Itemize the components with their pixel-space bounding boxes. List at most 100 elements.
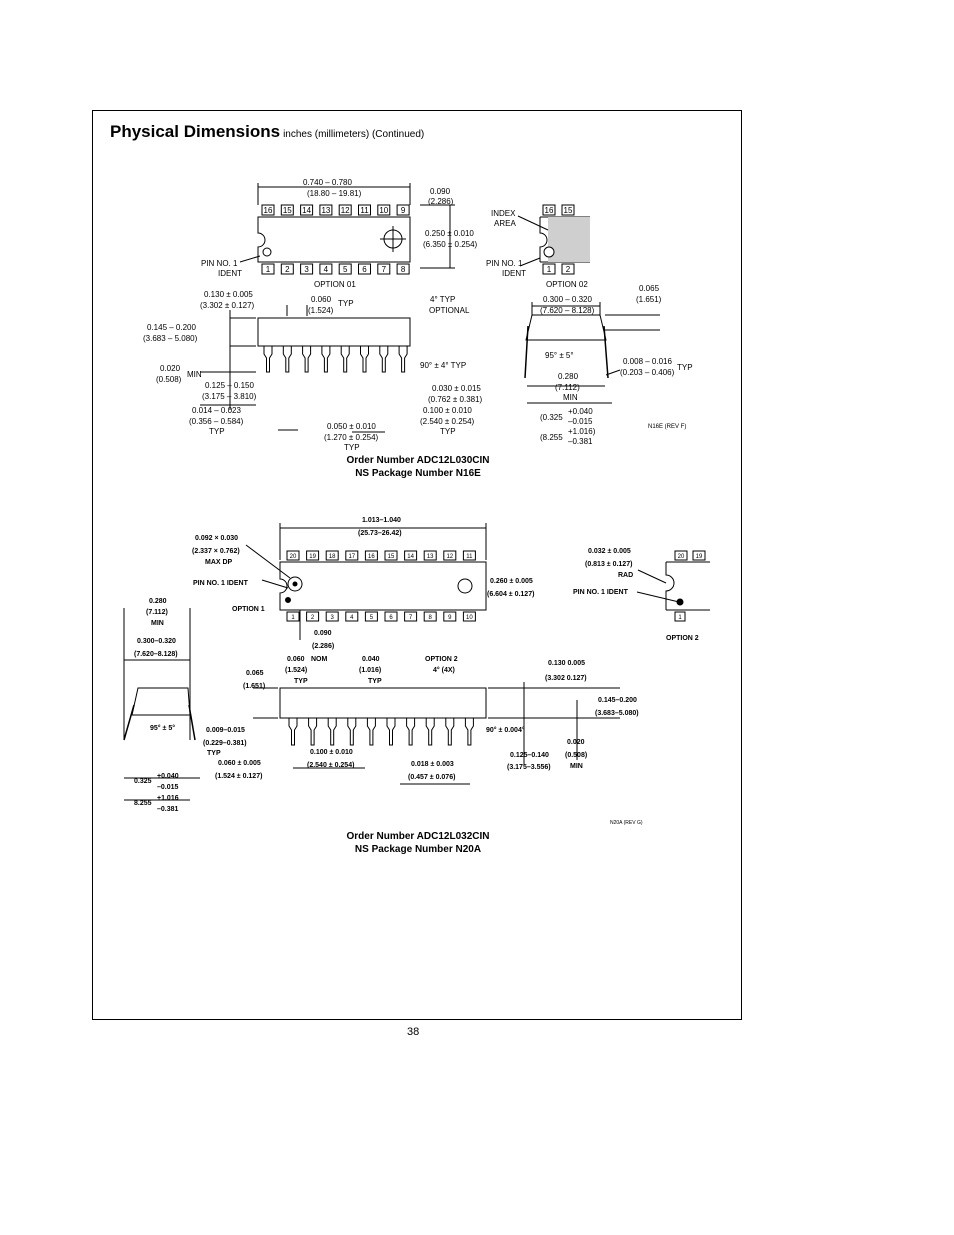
n16e-bottom-pin-label: 7 bbox=[382, 265, 387, 274]
n20a-dp-c: MAX DP bbox=[205, 559, 233, 566]
n20a-f9-in: 0.009–0.015 bbox=[206, 727, 245, 734]
n16e-d7-in: 0.014 – 0.023 bbox=[192, 406, 241, 415]
n16e-top-pin-box bbox=[280, 204, 294, 216]
n16e-order-block: Order Number ADC12L030CIN NS Package Num… bbox=[218, 454, 618, 480]
n16e-bottom-pin-label: 4 bbox=[324, 265, 329, 274]
n20a-f5-typ: TYP bbox=[368, 678, 382, 685]
n20a-side-lead bbox=[386, 718, 396, 746]
n16e-d8-typ: TYP bbox=[440, 427, 456, 436]
n20a-rev: N20A (REV G) bbox=[610, 820, 643, 826]
n20a-top-pin-box bbox=[404, 550, 418, 561]
n20a-pin1-dimple bbox=[287, 576, 303, 592]
n16e-pin1-a: PIN NO. 1 bbox=[201, 259, 238, 268]
n20a-top-pin-label: 19 bbox=[309, 554, 316, 560]
n20a-bottom-pin-label: 4 bbox=[350, 615, 354, 621]
n16e-opt2-top-pin-box bbox=[542, 204, 556, 216]
n20a-opt2-b: 4° (4X) bbox=[433, 666, 455, 674]
n20a-length-mm: (25.73–26.42) bbox=[358, 530, 402, 537]
n20a-package-line: NS Package Number N20A bbox=[354, 844, 482, 855]
n20a-top-pin-label: 20 bbox=[290, 554, 297, 560]
n16e-e1-in: 0.300 – 0.320 bbox=[543, 295, 592, 304]
n16e-side-lead bbox=[263, 346, 273, 373]
n20a-f8-in: 0.145–0.200 bbox=[598, 697, 637, 704]
n20a-side-lead bbox=[464, 718, 474, 746]
n20a-rad: RAD bbox=[618, 572, 633, 579]
n20a-f4-in: 0.060 bbox=[287, 656, 305, 663]
n20a-top-pin-label: 16 bbox=[368, 554, 375, 560]
n16e-d5-in: 0.125 – 0.150 bbox=[205, 381, 254, 390]
n20a-f13-mm: (1.524 ± 0.127) bbox=[215, 773, 262, 780]
page-number: 38 bbox=[407, 1026, 420, 1038]
n20a-pin1b: PIN NO. 1 IDENT bbox=[573, 589, 629, 596]
n20a-f4-mm: (1.524) bbox=[285, 667, 307, 674]
n16e-d4-in: 0.020 bbox=[160, 364, 181, 373]
n16e-d7-mm: (0.356 – 0.584) bbox=[189, 417, 244, 426]
n20a-f13-in: 0.060 ± 0.005 bbox=[218, 760, 261, 767]
n16e-top-pin-box bbox=[319, 204, 333, 216]
n16e-bottom-pin-box bbox=[280, 263, 294, 275]
n20a-f15-a: 0.325 bbox=[134, 778, 152, 785]
n16e-option01: OPTION 01 bbox=[314, 280, 356, 289]
n16e-d1-in: 0.130 ± 0.005 bbox=[204, 290, 253, 299]
n16e-bottom-pin-box bbox=[338, 263, 352, 275]
n20a-side-lead bbox=[288, 718, 298, 746]
n20a-f16-b: +1.016 bbox=[157, 795, 179, 802]
n20a-f11-in: 0.020 bbox=[567, 739, 585, 746]
n20a-f14-in: 0.018 ± 0.003 bbox=[411, 761, 454, 768]
n16e-d2-in: 0.060 bbox=[311, 295, 332, 304]
n20a-f11-min: MIN bbox=[570, 763, 583, 770]
n16e-length-mm: (18.80 – 19.81) bbox=[307, 189, 362, 198]
n16e-top-pin-box bbox=[377, 204, 391, 216]
n16e-d2-typ: TYP bbox=[338, 299, 354, 308]
n16e-side-lead bbox=[360, 346, 369, 373]
n20a-side-lead bbox=[366, 718, 376, 746]
n20a-f2-in: 0.300–0.320 bbox=[137, 638, 176, 645]
n16e-side-body bbox=[257, 317, 411, 347]
n20a-top-pin-label: 18 bbox=[329, 554, 336, 560]
n16e-top-pin-box bbox=[261, 204, 275, 216]
n20a-side-lead bbox=[347, 718, 357, 746]
n20a-top-pin-box bbox=[286, 550, 300, 561]
n20a-opt2-bottom-pin-label: 1 bbox=[678, 615, 682, 621]
n16e-top-pin-label: 13 bbox=[321, 206, 330, 215]
n20a-order-line: Order Number ADC12L032CIN bbox=[346, 831, 490, 842]
n20a-bottom-pin-label: 10 bbox=[466, 615, 473, 621]
n20a-width-in: 0.260 ± 0.005 bbox=[490, 578, 533, 585]
n16e-opt2-bottom-pin-label: 2 bbox=[566, 265, 571, 274]
n16e-order-line: Order Number ADC12L030CIN bbox=[346, 455, 490, 466]
n20a-top-pin-label: 11 bbox=[466, 554, 473, 560]
n16e-side-lead bbox=[321, 346, 331, 373]
n16e-e3-in: 0.008 – 0.016 bbox=[623, 357, 672, 366]
n16e-bottom-pin-box bbox=[377, 263, 391, 275]
n16e-side-lead bbox=[398, 346, 408, 373]
n20a-top-pin-box bbox=[325, 550, 339, 561]
section-subtitle: inches (millimeters) (Continued) bbox=[283, 129, 425, 140]
n20a-length-in: 1.013–1.040 bbox=[362, 517, 401, 524]
n20a-f12-in: 0.125–0.140 bbox=[510, 752, 549, 759]
n16e-d6-in: 0.030 ± 0.015 bbox=[432, 384, 481, 393]
n16e-d7-typ: TYP bbox=[209, 427, 225, 436]
n16e-width-in: 0.250 ± 0.010 bbox=[425, 229, 474, 238]
n16e-end-mm: (2.286) bbox=[428, 197, 454, 206]
n20a-top-pin-box bbox=[423, 550, 437, 561]
n16e-e4-min: MIN bbox=[563, 393, 578, 402]
n20a-opt2-bottom-pin-box bbox=[674, 611, 686, 622]
n16e-d9-typ: TYP bbox=[344, 443, 360, 452]
n20a-f7-in: 0.065 bbox=[246, 670, 264, 677]
n20a-top-pin-box bbox=[462, 550, 476, 561]
n20a-top-pin-box bbox=[364, 550, 378, 561]
n20a-bottom-pin-box bbox=[364, 611, 378, 622]
n16e-e1-mm: (7.620 – 8.128) bbox=[540, 306, 595, 315]
n20a-f7-mm: (1.651) bbox=[243, 683, 265, 690]
n16e-side-lead bbox=[282, 346, 292, 373]
n20a-pin1: PIN NO. 1 IDENT bbox=[193, 580, 249, 587]
section-title: Physical Dimensions bbox=[110, 122, 281, 141]
n20a-bottom-pin-label: 1 bbox=[291, 615, 295, 621]
n16e-d2-mm: (1.524) bbox=[308, 306, 334, 315]
n16e-top-pin-label: 10 bbox=[379, 206, 388, 215]
n20a-opt2-top-pin-box bbox=[692, 550, 706, 561]
n16e-side-leads bbox=[263, 346, 408, 373]
n20a-dp-mm: (2.337 × 0.762) bbox=[192, 548, 240, 555]
